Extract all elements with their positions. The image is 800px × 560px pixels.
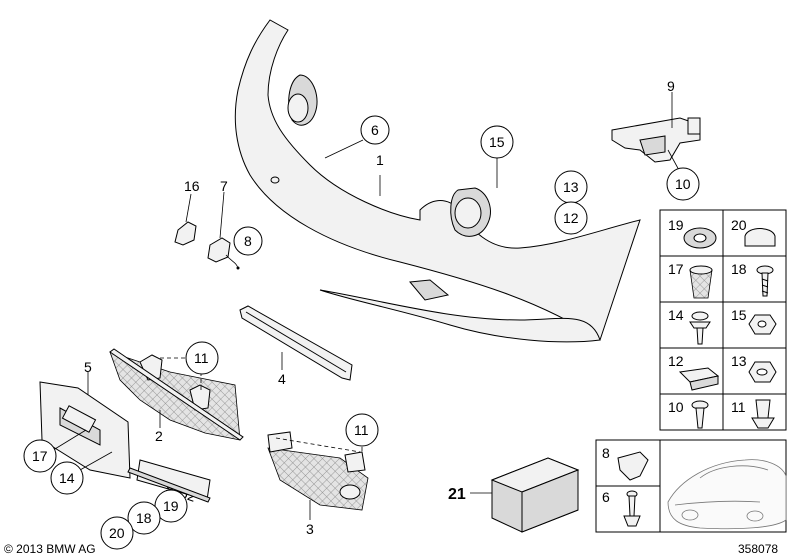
bracket-rivet-grid: 8 6	[595, 439, 787, 533]
diagram-number: 358078	[738, 542, 778, 556]
grid-label-20: 20	[731, 217, 747, 233]
hardware-grid: 19 20 17 18 14 15 12 13 10 11	[659, 209, 787, 431]
callout-6: 6	[371, 122, 379, 138]
rivet-icon	[691, 400, 709, 429]
center-grille	[109, 348, 244, 441]
callout-16: 16	[184, 178, 200, 194]
plug-icon	[751, 399, 775, 429]
tow-hook-cover-with-cable	[207, 237, 240, 270]
tow-hook-cover	[174, 221, 197, 246]
copyright-text: © 2013 BMW AG	[4, 542, 96, 556]
grid-label-19: 19	[668, 217, 684, 233]
callout-11-lower: 11	[354, 422, 369, 438]
callout-12: 12	[563, 210, 579, 226]
callout-3: 3	[306, 521, 314, 537]
expanding-rivet-icon	[623, 490, 641, 527]
callout-14: 14	[59, 470, 75, 486]
callout-8: 8	[244, 233, 252, 249]
bumper-trim-panel	[234, 19, 641, 343]
callout-5: 5	[84, 359, 92, 375]
callout-19: 19	[163, 498, 179, 514]
callout-9: 9	[667, 78, 675, 94]
cap-icon	[744, 228, 776, 247]
leader-lines	[49, 92, 681, 520]
callout-7: 7	[220, 178, 228, 194]
grid-label-11: 11	[731, 399, 746, 415]
grid-label-12: 12	[668, 353, 684, 369]
callout-11-upper: 11	[194, 350, 209, 366]
grid-label-6: 6	[602, 489, 610, 505]
grid-label-13: 13	[731, 353, 747, 369]
screw-icon	[756, 265, 774, 297]
grid-label-10: 10	[668, 399, 684, 415]
callout-1: 1	[376, 152, 384, 168]
callout-4: 4	[278, 371, 286, 387]
vehicle-outline-icon	[667, 459, 787, 530]
callout-18: 18	[136, 510, 152, 526]
callout-13: 13	[563, 179, 579, 195]
bracket-icon	[617, 451, 649, 481]
callout-17: 17	[32, 448, 48, 464]
callout-15: 15	[489, 134, 505, 150]
push-rivet-icon	[689, 311, 711, 345]
callout-10: 10	[675, 176, 691, 192]
callout-labels: 1 6 15 13 12 9 10 16 7 8 11 4 5 2 17 14 …	[23, 78, 700, 550]
grid-label-17: 17	[668, 261, 684, 277]
callout-20: 20	[109, 525, 125, 541]
lower-grille	[267, 431, 369, 511]
license-plate-base	[39, 381, 131, 479]
support-bracket	[611, 117, 701, 163]
reinforcement-strip	[239, 305, 353, 381]
grid-label-15: 15	[731, 307, 747, 323]
grid-label-18: 18	[731, 261, 747, 277]
parts-box	[490, 457, 580, 533]
callout-2: 2	[155, 428, 163, 444]
grid-label-14: 14	[668, 307, 684, 323]
grid-label-8: 8	[602, 445, 610, 461]
callout-21: 21	[448, 486, 466, 503]
